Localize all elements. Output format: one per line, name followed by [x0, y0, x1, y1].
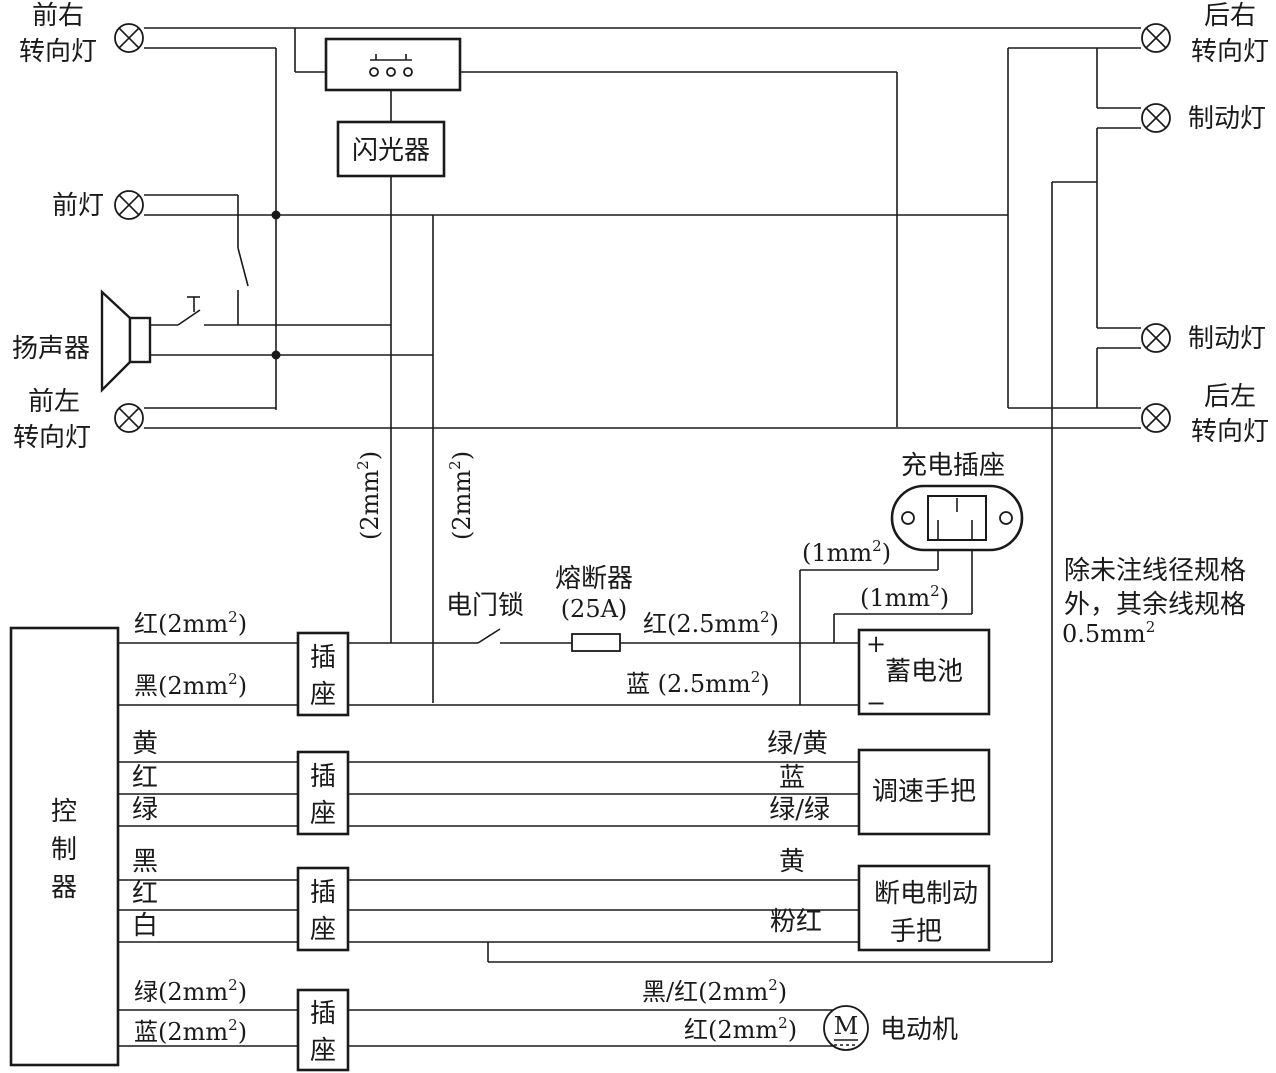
lamp-front-right-icon: [114, 23, 144, 53]
label-rear-left-1: 后左: [1204, 382, 1256, 412]
speaker-icon: [100, 289, 152, 393]
wire-horn-switch: [177, 309, 201, 326]
brakehandle-left-1: 黑: [132, 847, 158, 877]
label-headlight: 前灯: [52, 191, 104, 221]
throttle-label: 调速手把: [872, 777, 976, 807]
throttle-left-3: 绿: [132, 795, 158, 825]
socket-motor: [296, 988, 350, 1072]
gauge-right-rotated: (2mm2): [446, 451, 476, 540]
label-front-left-1: 前左: [28, 387, 80, 417]
throttle-right-2: 蓝: [779, 763, 805, 793]
gauge-right: (2mm2): [446, 451, 476, 540]
gauge-1mm-b: (1mm2): [860, 582, 949, 612]
controller-label-1: 控: [51, 797, 77, 827]
lamp-front-left-icon: [114, 403, 144, 433]
brakehandle-right-1: 黄: [779, 847, 805, 877]
gauge-left: (2mm2): [354, 451, 384, 540]
battery-plus: +: [866, 630, 886, 658]
socket-label: 座: [310, 680, 336, 710]
label-front-right-1: 前右: [32, 1, 84, 31]
motor-symbol: M: [834, 1012, 859, 1040]
brake-handle-box: [857, 864, 991, 952]
wire-label-left-red: 红(2mm2): [134, 608, 247, 638]
lamp-headlight-icon: [114, 190, 144, 220]
socket-label: 插: [310, 999, 336, 1029]
ignition-lock-label: 电门锁: [446, 591, 524, 621]
flasher-switch-icon: [324, 37, 462, 92]
note-line-3: 0.5mm2: [1062, 618, 1155, 648]
wire-headlight-switch: [237, 247, 249, 287]
throttle-right-1: 绿/黄: [767, 729, 828, 759]
charge-socket-label: 充电插座: [901, 451, 1005, 481]
label-rear-left-2: 转向灯: [1191, 417, 1269, 447]
throttle-left-2: 红: [132, 763, 158, 793]
wire-ignition-switch: [477, 628, 501, 644]
note-line-2: 外，其余线规格: [1064, 590, 1246, 620]
throttle-right-3: 绿/绿: [769, 795, 830, 825]
gauge-1mm-a: (1mm2): [802, 537, 891, 567]
fuse-label-2: (25A): [561, 595, 628, 623]
lamp-brake-lower-icon: [1141, 323, 1171, 353]
label-front-right-2: 转向灯: [19, 37, 97, 67]
socket-brake-handle: [296, 866, 350, 952]
controller-label-2: 制: [51, 835, 77, 865]
charge-socket-icon: [890, 484, 1024, 552]
label-brake-upper: 制动灯: [1188, 104, 1266, 134]
motor-left-2: 蓝(2mm2): [134, 1016, 247, 1046]
wire-label-right-blue: 蓝 (2.5mm2): [626, 668, 770, 698]
flasher-box: [336, 120, 446, 178]
socket-label: 座: [310, 799, 336, 829]
socket-label: 座: [310, 915, 336, 945]
note-line-1: 除未注线径规格: [1064, 556, 1246, 586]
throttle-left-1: 黄: [132, 729, 158, 759]
motor-right-1: 黑/红(2mm2): [642, 976, 787, 1006]
motor-label: 电动机: [880, 1015, 958, 1045]
gauge-left-rotated: (2mm2): [354, 451, 384, 540]
junction-dot: [271, 350, 281, 360]
battery-box: [857, 628, 991, 716]
label-front-left-2: 转向灯: [13, 423, 91, 453]
brakehandle-left-2: 红: [132, 879, 158, 909]
label-rear-right-2: 转向灯: [1191, 37, 1269, 67]
junction-dot: [271, 210, 281, 220]
socket-throttle: [296, 750, 350, 836]
socket-battery: [296, 631, 350, 717]
wires: [118, 27, 1141, 1047]
socket-label: 插: [310, 643, 336, 673]
fuse-label-1: 熔断器: [555, 564, 633, 594]
motor-right-2: 红(2mm2): [684, 1014, 797, 1044]
throttle-box: [857, 748, 991, 836]
lamp-rear-right-icon: [1141, 23, 1171, 53]
motor-icon: [823, 1005, 869, 1051]
socket-label: 座: [310, 1036, 336, 1066]
label-brake-lower: 制动灯: [1188, 324, 1266, 354]
lamp-brake-upper-icon: [1141, 103, 1171, 133]
controller-label-3: 器: [51, 873, 77, 903]
brakehandle-right-2: 粉红: [770, 907, 822, 937]
wire-label-right-red: 红(2.5mm2): [643, 608, 779, 638]
wire-label-left-black: 黑(2mm2): [134, 670, 247, 700]
controller-box: [9, 626, 120, 1067]
label-rear-right-1: 后右: [1204, 1, 1256, 31]
brakehandle-left-3: 白: [132, 911, 158, 941]
battery-minus: −: [866, 689, 886, 717]
fuse-icon: [571, 633, 621, 652]
socket-label: 插: [310, 762, 336, 792]
flasher-label: 闪光器: [352, 136, 430, 166]
lamp-rear-left-icon: [1141, 403, 1171, 433]
brakehandle-label-2: 手把: [890, 917, 942, 947]
label-speaker: 扬声器: [12, 334, 90, 364]
socket-label: 插: [310, 878, 336, 908]
battery-label: 蓄电池: [885, 657, 963, 687]
brakehandle-label-1: 断电制动: [874, 879, 978, 909]
motor-left-1: 绿(2mm2): [134, 976, 247, 1006]
